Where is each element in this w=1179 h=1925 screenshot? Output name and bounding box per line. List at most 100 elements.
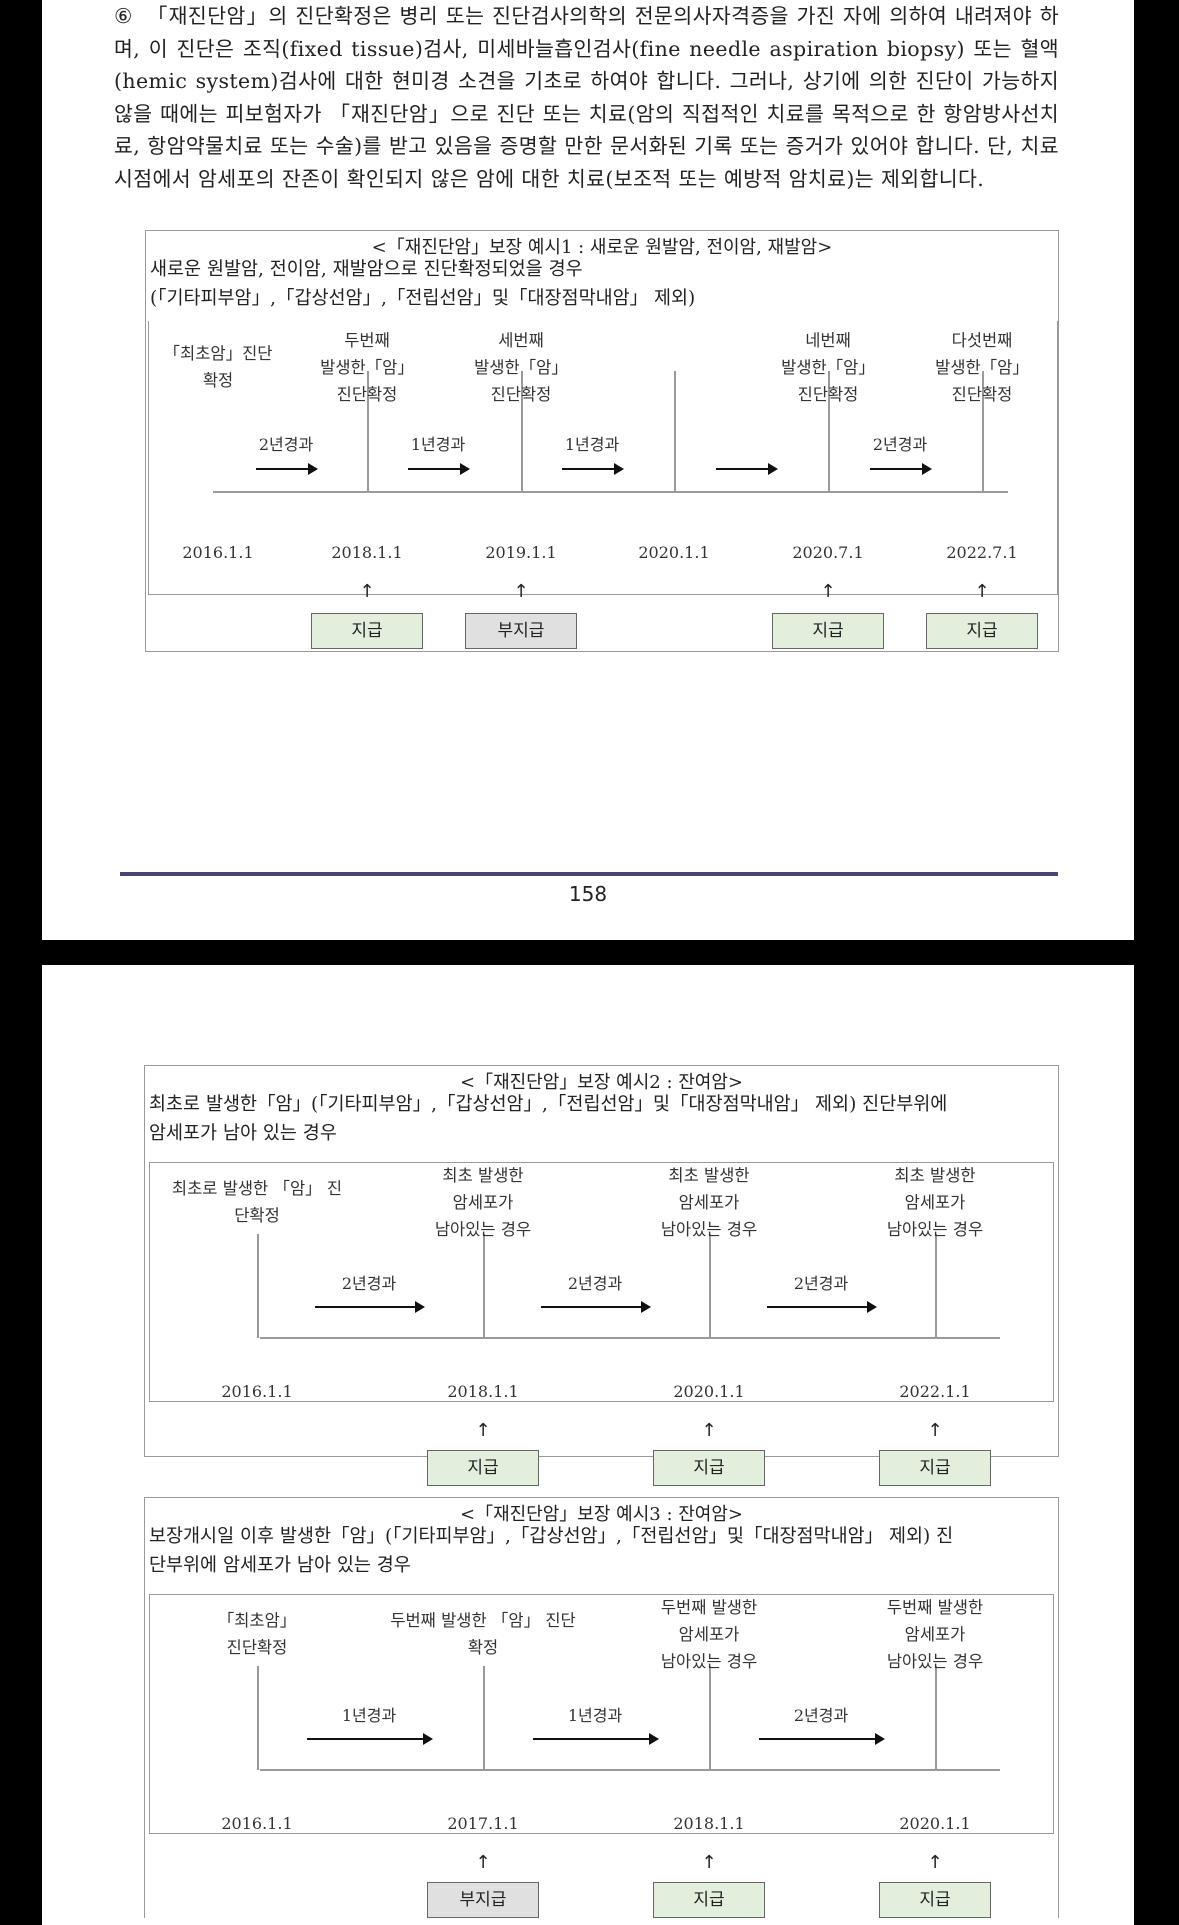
example3-box: <「재진단암」보장 예시3 : 잔여암> 보장개시일 이후 발생한「암」(「기타… — [144, 1497, 1059, 1918]
event-label-line: 발생한「암」 — [935, 358, 1029, 377]
example3-timeline — [149, 1594, 1054, 1834]
event-label-line: 단확정 — [234, 1206, 280, 1225]
event-marker-line — [483, 1666, 485, 1770]
event-label-line: 남아있는 경우 — [886, 1652, 984, 1671]
payment-status-badge: 지급 — [879, 1882, 991, 1918]
event-label-line: 진단확정 — [951, 385, 1013, 404]
example2-title: <「재진단암」보장 예시2 : 잔여암> — [459, 1072, 743, 1093]
event-label-line: 진단확정 — [797, 385, 859, 404]
duration-arrow-icon — [767, 1301, 877, 1313]
up-arrow-icon: ↑ — [927, 1420, 943, 1441]
payment-status-badge: 지급 — [772, 613, 884, 649]
example1-timeline — [148, 321, 1058, 595]
payment-status-badge: 지급 — [653, 1450, 765, 1486]
duration-arrow-icon — [716, 463, 778, 475]
up-arrow-icon: ↑ — [475, 1420, 491, 1441]
up-arrow-icon: ↑ — [820, 581, 836, 602]
payment-status-badge: 지급 — [427, 1450, 539, 1486]
event-label-line: 최초 발생한 — [442, 1166, 524, 1185]
event-date: 2020.1.1 — [638, 543, 710, 562]
payment-status-badge: 지급 — [653, 1882, 765, 1918]
document-page-159: <「재진단암」보장 예시2 : 잔여암> 최초로 발생한「암」(「기타피부암」,… — [42, 965, 1134, 1925]
event-marker-line — [483, 1234, 485, 1338]
duration-label: 2년경과 — [567, 1274, 623, 1293]
payment-status-badge: 지급 — [879, 1450, 991, 1486]
example3-title: <「재진단암」보장 예시3 : 잔여암> — [459, 1504, 743, 1525]
event-label-line: 남아있는 경우 — [660, 1652, 758, 1671]
event-marker-line — [257, 1666, 259, 1770]
example1-desc-line1: 새로운 원발암, 전이암, 재발암으로 진단확정되었을 경우 — [150, 259, 583, 280]
event-label-line: 두번째 발생한 「암」 진단 — [390, 1611, 576, 1630]
timeline-axis — [260, 1337, 1000, 1339]
duration-arrow-icon — [533, 1733, 659, 1745]
event-date: 2022.1.1 — [899, 1382, 971, 1401]
event-label-line: 암세포가 — [452, 1193, 514, 1212]
event-date: 2018.1.1 — [331, 543, 403, 562]
event-label-line: 다섯번째 — [951, 331, 1013, 350]
event-label-line: 남아있는 경우 — [434, 1220, 532, 1239]
duration-label: 2년경과 — [258, 435, 314, 454]
event-label-line: 확정 — [202, 371, 234, 390]
paragraph-text: 「재진단암」의 진단확정은 병리 또는 진단검사의학의 전문의사자격증을 가진 … — [114, 4, 1059, 191]
event-label-line: 확정 — [467, 1638, 499, 1657]
event-marker-line — [935, 1234, 937, 1338]
example1-box: <「재진단암」보장 예시1 : 새로운 원발암, 전이암, 재발암> 새로운 원… — [145, 230, 1059, 652]
event-marker-line — [935, 1666, 937, 1770]
duration-arrow-icon — [256, 463, 318, 475]
event-label-line: 「최초암」진단 — [163, 344, 273, 363]
event-marker-line — [367, 371, 369, 493]
up-arrow-icon: ↑ — [974, 581, 990, 602]
page-number: 158 — [568, 882, 608, 906]
document-page-158: ⑥「재진단암」의 진단확정은 병리 또는 진단검사의학의 전문의사자격증을 가진… — [42, 0, 1134, 940]
event-label-line: 최초 발생한 — [894, 1166, 976, 1185]
event-date: 2022.7.1 — [946, 543, 1018, 562]
event-marker-line — [982, 371, 984, 493]
duration-arrow-icon — [562, 463, 624, 475]
payment-status-badge: 부지급 — [465, 613, 577, 649]
event-date: 2020.1.1 — [899, 1814, 971, 1833]
up-arrow-icon: ↑ — [927, 1852, 943, 1873]
timeline-axis — [213, 491, 1008, 493]
duration-arrow-icon — [759, 1733, 885, 1745]
event-label-line: 암세포가 — [678, 1625, 740, 1644]
event-label-line: 남아있는 경우 — [886, 1220, 984, 1239]
example1-desc-line2: (「기타피부암」,「갑상선암」,「전립선암」및「대장점막내암」 제외) — [150, 288, 696, 309]
event-date: 2016.1.1 — [221, 1814, 293, 1833]
example2-desc-line2: 암세포가 남아 있는 경우 — [149, 1123, 337, 1144]
event-label-line: 발생한「암」 — [781, 358, 875, 377]
event-date: 2017.1.1 — [447, 1814, 519, 1833]
event-marker-line — [521, 371, 523, 493]
event-marker-line — [257, 1234, 259, 1338]
duration-arrow-icon — [870, 463, 932, 475]
event-date: 2016.1.1 — [182, 543, 254, 562]
duration-label: 2년경과 — [872, 435, 928, 454]
event-label-line: 최초 발생한 — [668, 1166, 750, 1185]
timeline-axis — [260, 1769, 1000, 1771]
payment-status-badge: 지급 — [926, 613, 1038, 649]
event-label-line: 세번째 — [498, 331, 544, 350]
event-date: 2016.1.1 — [221, 1382, 293, 1401]
event-date: 2018.1.1 — [447, 1382, 519, 1401]
event-label-line: 두번째 발생한 — [886, 1598, 984, 1617]
example2-timeline — [149, 1162, 1054, 1402]
event-label-line: 두번째 — [344, 331, 390, 350]
event-label-line: 「최초암」 — [217, 1611, 297, 1630]
diagnosis-paragraph: ⑥「재진단암」의 진단확정은 병리 또는 진단검사의학의 전문의사자격증을 가진… — [114, 0, 1059, 195]
event-label: 「최초암」진단확정 — [218, 1607, 297, 1661]
up-arrow-icon: ↑ — [701, 1852, 717, 1873]
page-footer-rule — [120, 872, 1058, 876]
payment-status-badge: 지급 — [311, 613, 423, 649]
duration-label: 1년경과 — [410, 435, 466, 454]
event-label-line: 진단확정 — [336, 385, 398, 404]
event-label-line: 발생한「암」 — [320, 358, 414, 377]
event-label-line: 발생한「암」 — [474, 358, 568, 377]
event-label-line: 암세포가 — [904, 1193, 966, 1212]
